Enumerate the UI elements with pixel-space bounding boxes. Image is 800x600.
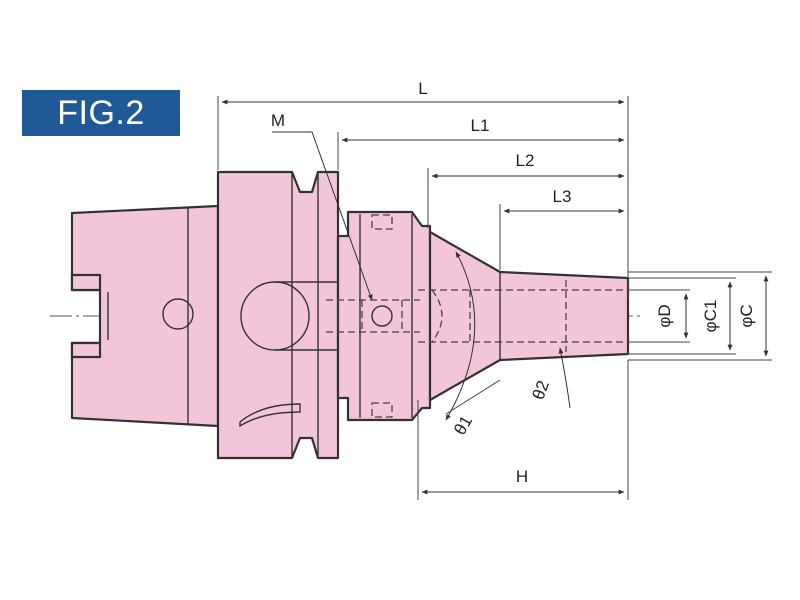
flange [216, 170, 340, 460]
orientation-notch [239, 403, 301, 428]
drive-key-slot-lower [70, 341, 102, 359]
dim-L1-label: L1 [471, 116, 490, 135]
dim-phiD-label: φD [655, 304, 674, 327]
dim-L-label: L [418, 79, 427, 98]
dim-phiC1-label: φC1 [701, 300, 720, 333]
dim-L2-label: L2 [516, 151, 535, 170]
dim-M-leader [272, 131, 373, 301]
dim-M-label: M [271, 111, 285, 130]
dim-theta2-label: θ2 [529, 378, 553, 402]
dim-L3-label: L3 [553, 187, 572, 206]
dim-theta2-arc [558, 347, 571, 409]
cross-hole [162, 298, 194, 330]
taper-nose [428, 230, 630, 402]
figure-label-badge: FIG.2 [22, 90, 180, 136]
dim-H-label: H [516, 467, 528, 486]
clamping-body [336, 210, 432, 422]
dim-theta1-arc [445, 251, 476, 421]
set-screw-hole [371, 305, 393, 327]
dim-phiC-label: φC [737, 304, 756, 327]
dim-theta1-label: θ1 [450, 412, 476, 438]
drive-key-slot [70, 273, 102, 292]
